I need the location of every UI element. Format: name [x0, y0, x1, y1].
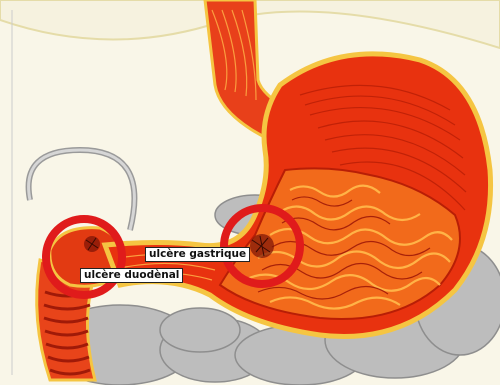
- gastric-ulcer-label: ulcère gastrique: [145, 247, 250, 262]
- duodenal-ulcer-label: ulcère duodènal: [80, 268, 183, 283]
